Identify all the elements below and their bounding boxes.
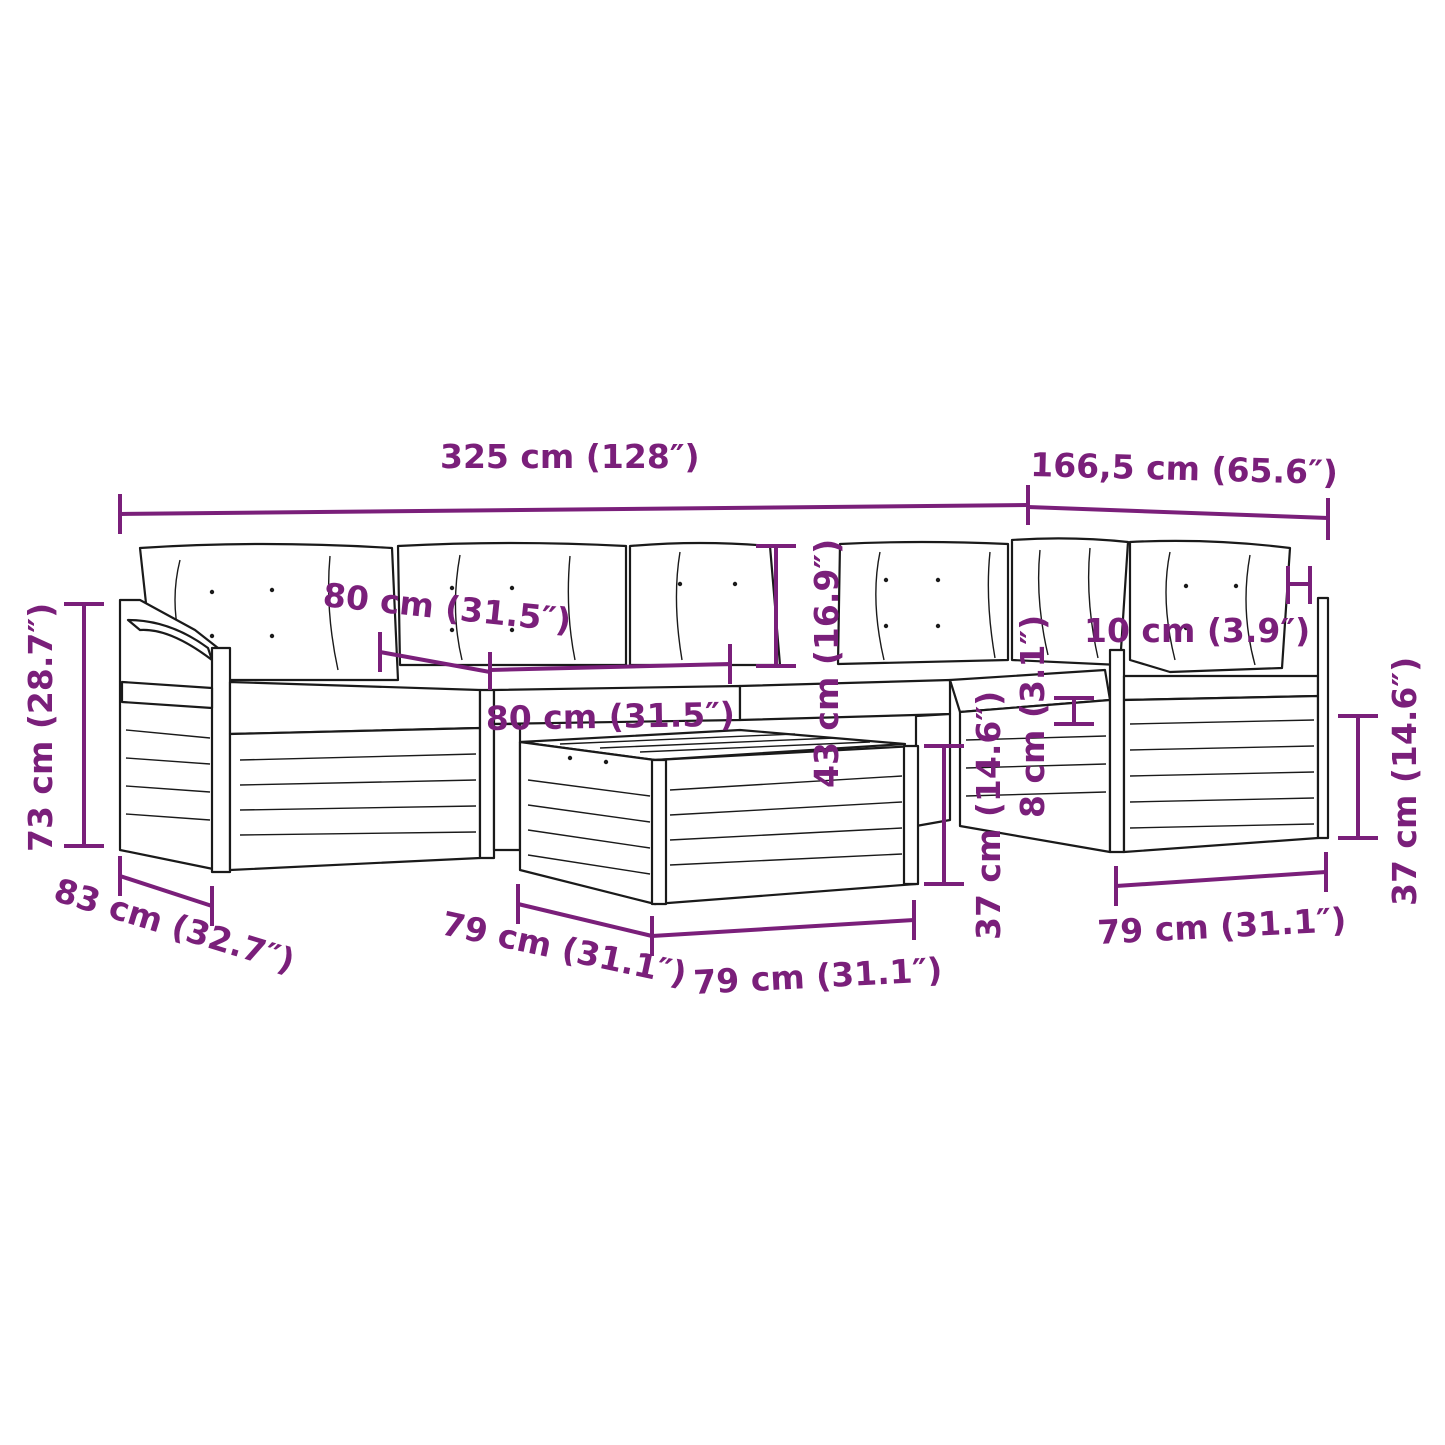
sofa-set-illustration [118,537,1330,906]
dimension-lines [64,485,1378,956]
label-corner-width: 166,5 cm (65.6″) [1030,445,1339,492]
left-armrest-sofa [118,598,496,874]
label-sofa-height: 73 cm (28.7″) [21,603,60,852]
label-cushion-thickness: 8 cm (3.1″) [1013,615,1052,818]
label-table-width: 79 cm (31.1″) [692,950,943,1002]
label-seat-depth: 80 cm (31.5″) [485,695,735,738]
label-ottoman-width-right: 79 cm (31.1″) [1096,900,1347,952]
label-armrest-width: 10 cm (3.9″) [1084,611,1310,650]
label-seat-height-center: 37 cm (14.6″) [969,691,1008,940]
label-backrest-height: 43 cm (16.9″) [807,539,846,788]
label-sofa-depth: 83 cm (32.7″) [50,870,300,980]
dimension-labels: 325 cm (128″) 166,5 cm (65.6″) 73 cm (28… [21,437,1424,1002]
ottoman-table [518,728,920,906]
right-armrest-sofa [958,596,1330,854]
label-seat-height-right: 37 cm (14.6″) [1385,657,1424,906]
middle-sofas [492,668,1112,852]
label-total-width: 325 cm (128″) [440,437,700,476]
